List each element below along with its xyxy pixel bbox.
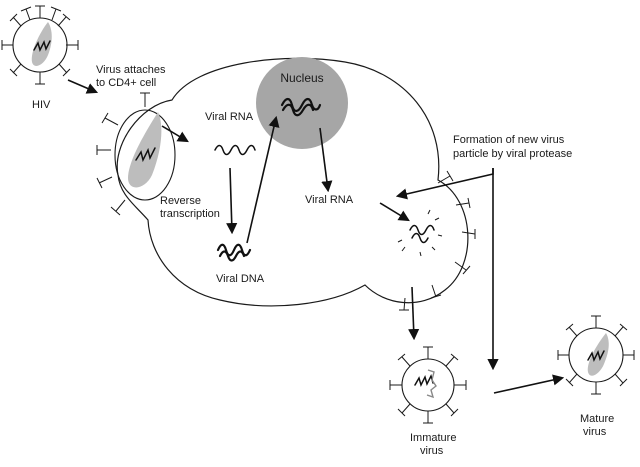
attach-arrow [67, 79, 99, 94]
viral-rna-top-label: Viral RNA [205, 111, 254, 123]
transcription-arrow [319, 127, 333, 193]
reverse-label-line2: transcription [160, 208, 220, 220]
membrane-spikes [96, 92, 476, 311]
protease-arrow-to-particle [395, 168, 494, 200]
formation-label-line2: particle by viral protease [453, 148, 572, 160]
budding-arrow [408, 286, 420, 341]
attached-virus-envelope [114, 109, 176, 201]
maturation-arrow [493, 374, 565, 394]
nucleus-label: Nucleus [280, 71, 323, 85]
hiv-label: HIV [32, 99, 51, 111]
viral-rna-top [214, 144, 256, 156]
viral-dna-label: Viral DNA [216, 273, 265, 285]
viral-dna-strand2 [218, 250, 246, 262]
cell-membrane [116, 57, 469, 307]
attached-virus-capsid [128, 112, 162, 188]
attach-label-line2: to CD4+ cell [96, 77, 156, 89]
hiv-virion [1, 5, 79, 85]
reverse-label-line1: Reverse [160, 195, 201, 207]
entry-arrow [161, 125, 189, 143]
host-cell [96, 57, 476, 311]
integrated-dna [280, 97, 322, 113]
nucleus: Nucleus [256, 57, 348, 149]
mature-label-line1: Mature [580, 413, 614, 425]
assembly-arrow [379, 202, 410, 222]
integration-arrow [246, 115, 280, 244]
immature-label-line2: virus [420, 445, 444, 457]
assembling-particle [397, 209, 443, 257]
viral-rna-mid-label: Viral RNA [305, 194, 354, 206]
integrated-dna-strand2 [281, 103, 315, 117]
mature-virus [557, 315, 635, 395]
reverse-transcription-arrow [226, 167, 238, 235]
formation-label-line1: Formation of new virus [453, 134, 565, 146]
immature-label-line1: Immature [410, 432, 456, 444]
viral-dna [216, 243, 252, 257]
attached-virus-rna [135, 147, 156, 163]
attach-label-line1: Virus attaches [96, 64, 166, 76]
immature-virus [389, 346, 467, 424]
mature-label-line2: virus [583, 426, 607, 438]
